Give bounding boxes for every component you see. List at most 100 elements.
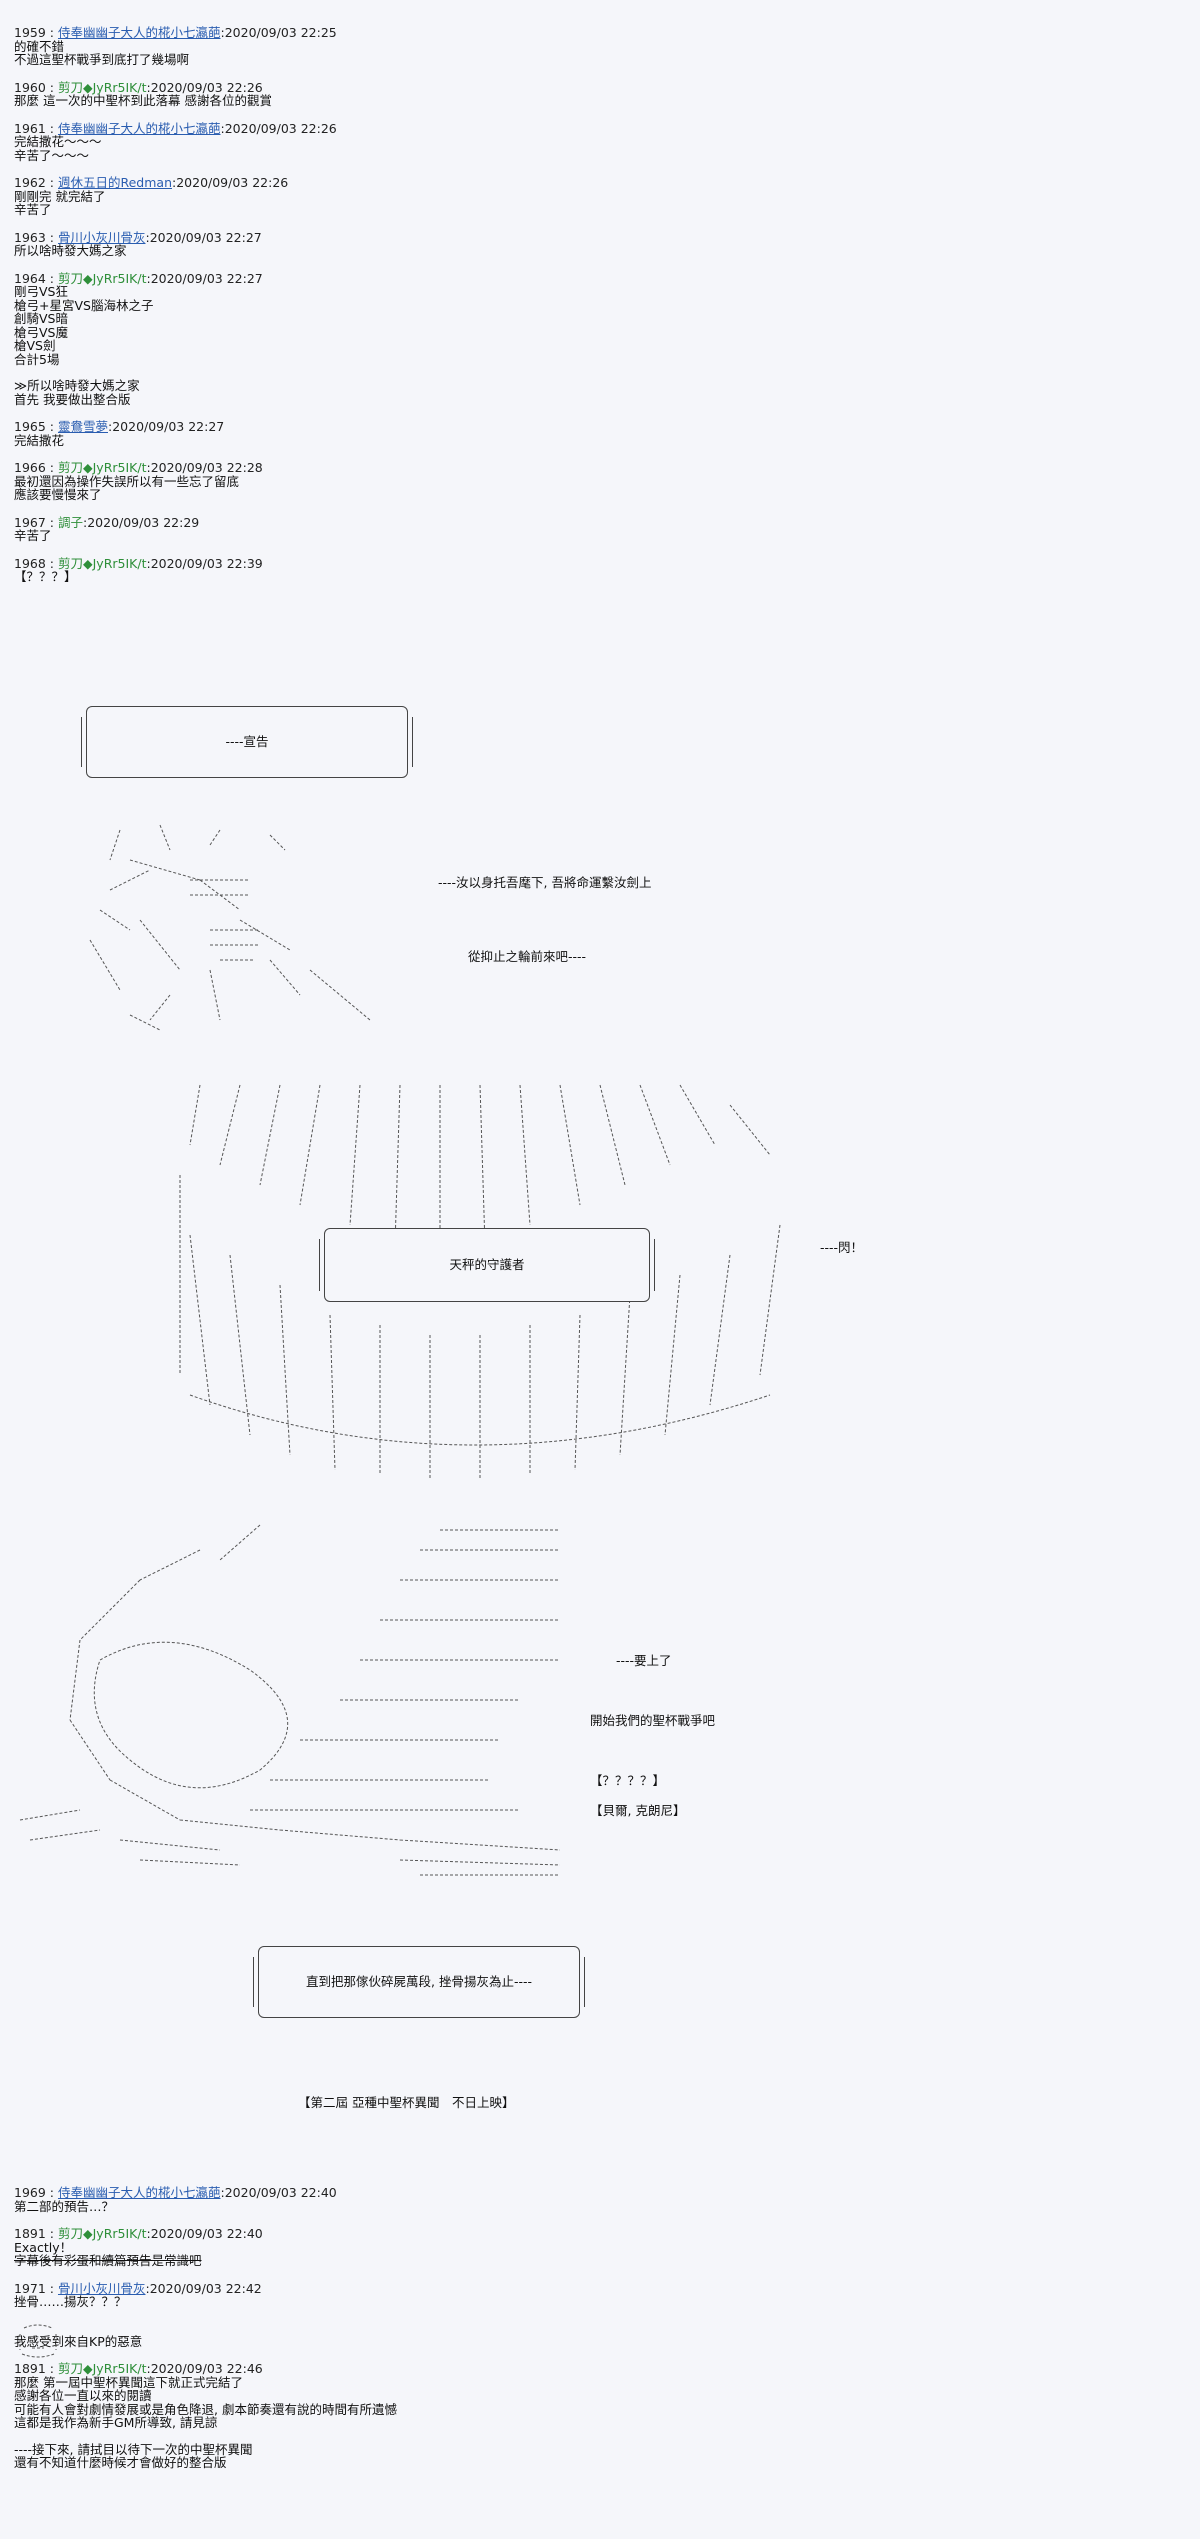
post-number: 1891 bbox=[14, 2361, 46, 2376]
post-body-line: 最初還因為操作失誤所以有一些忘了留底 bbox=[14, 473, 240, 489]
post-timestamp: :2020/09/03 22:29 bbox=[83, 514, 200, 530]
poster-trip: ◆JyRr5IK/t bbox=[83, 555, 147, 571]
poster-name: 調子 bbox=[57, 514, 83, 530]
post-timestamp: :2020/09/03 22:46 bbox=[146, 2361, 263, 2376]
post-header: 1963 : 骨川小灰川骨灰:2020/09/03 22:27 bbox=[14, 229, 262, 245]
post-body-line: 那麼 第一屆中聖杯異聞這下就正式完結了 bbox=[14, 2374, 243, 2390]
post-body-line bbox=[14, 366, 914, 379]
post-header: 1969 : 侍奉幽幽子大人的椛小七瀛葩:2020/09/03 22:40 bbox=[14, 2185, 337, 2200]
post-body-line: 槍弓+星宮VS腦海林之子 bbox=[14, 297, 154, 313]
post-number: 1960 bbox=[14, 79, 46, 95]
line1-text: ----汝以身托吾麾下, 吾將命運繫汝劍上 bbox=[438, 875, 652, 890]
crush-box: 直到把那傢伙碎屍萬段, 挫骨揚灰為止---- bbox=[253, 1946, 585, 2018]
post-header: 1891 : 剪刀◆JyRr5IK/t:2020/09/03 22:46 bbox=[14, 2361, 263, 2376]
post-body-line: 槍弓VS魔 bbox=[14, 324, 68, 340]
poster-name-link[interactable]: 骨川小灰川骨灰 bbox=[57, 229, 146, 245]
post-body-line: 的確不錯 bbox=[14, 38, 65, 54]
poster-name-link[interactable]: 靈鴦雪夢 bbox=[57, 419, 108, 434]
post-header: 1971 : 骨川小灰川骨灰:2020/09/03 22:42 bbox=[14, 2280, 262, 2296]
post-number: 1964 bbox=[14, 270, 46, 286]
post-body-line: ----接下來, 請拭目以待下一次的中聖杯異聞 bbox=[14, 2441, 253, 2457]
post-body-line: 應該要慢慢來了 bbox=[14, 487, 102, 502]
post: 1968 : 剪刀◆JyRr5IK/t:2020/09/03 22:39【？？？… bbox=[14, 555, 914, 584]
poster-name-link[interactable]: 骨川小灰川骨灰 bbox=[57, 2280, 146, 2296]
poster-trip: ◆JyRr5IK/t bbox=[83, 79, 147, 95]
post-body-line: 這都是我作為新手GM所導致, 請見諒 bbox=[14, 2415, 218, 2430]
poster-trip: ◆JyRr5IK/t bbox=[83, 2361, 147, 2376]
flash-text: ----閃！ bbox=[820, 1240, 864, 1255]
poster-name-link[interactable]: 侍奉幽幽子大人的椛小七瀛葩 bbox=[57, 25, 221, 40]
post-body-line: 我感受到來自KP的惡意 bbox=[14, 2333, 143, 2349]
post-number: 1966 bbox=[14, 460, 46, 475]
post-number: 1968 bbox=[14, 555, 46, 571]
proclaim-text: ----宣告 bbox=[225, 734, 269, 750]
post-body-line: 剛剛完 就完結了 bbox=[14, 188, 106, 204]
post-body-line: ≫所以啥時發大媽之家 bbox=[14, 378, 140, 393]
post-timestamp: :2020/09/03 22:40 bbox=[146, 2226, 263, 2241]
next-title-text: 【第二屆 亞種中聖杯異聞 不日上映】 bbox=[298, 2095, 515, 2110]
post-body-line bbox=[14, 2309, 914, 2322]
post-number: 1969 bbox=[14, 2185, 46, 2200]
post-body-line: 還有不知道什麼時候才會做好的整合版 bbox=[14, 2455, 227, 2470]
guardian-box: 天秤的守護者 bbox=[319, 1228, 655, 1302]
poster-trip: ◆JyRr5IK/t bbox=[83, 460, 147, 475]
post-body-line: 第二部的預告…？ bbox=[14, 2198, 115, 2214]
post-body-line: 不過這聖杯戰爭到底打了幾場啊 bbox=[14, 52, 190, 67]
warrior-ascii-art bbox=[19, 1524, 561, 1876]
poster-name-link[interactable]: 侍奉幽幽子大人的椛小七瀛葩 bbox=[57, 120, 221, 136]
face-ascii-art bbox=[19, 2324, 57, 2358]
post-header: 1959 : 侍奉幽幽子大人的椛小七瀛葩:2020/09/03 22:25 bbox=[14, 25, 337, 40]
post-number: 1967 bbox=[14, 514, 46, 530]
post-number: 1959 bbox=[14, 25, 46, 40]
post-body-line: 辛苦了 bbox=[14, 202, 52, 217]
post-header: 1966 : 剪刀◆JyRr5IK/t:2020/09/03 22:28 bbox=[14, 460, 263, 475]
post-body-line: 完結撒花 bbox=[14, 432, 65, 448]
post-body-line bbox=[14, 2430, 914, 2443]
post-timestamp: :2020/09/03 22:27 bbox=[145, 229, 262, 245]
post-body-line: 字幕後有彩蛋和續篇預告是常識吧 bbox=[14, 2253, 202, 2268]
post-timestamp: :2020/09/03 22:42 bbox=[145, 2280, 262, 2296]
start-text: 開始我們的聖杯戰爭吧 bbox=[590, 1713, 716, 1728]
post-body-line: 感謝各位一直以來的閱讀 bbox=[14, 2388, 152, 2403]
post-header: 1960 : 剪刀◆JyRr5IK/t:2020/09/03 22:26 bbox=[14, 79, 263, 95]
post-body-line: 剛弓VS狂 bbox=[14, 284, 68, 299]
post-timestamp: :2020/09/03 22:26 bbox=[172, 175, 289, 190]
post-header: 1964 : 剪刀◆JyRr5IK/t:2020/09/03 22:27 bbox=[14, 270, 263, 286]
post-header: 1961 : 侍奉幽幽子大人的椛小七瀛葩:2020/09/03 22:26 bbox=[14, 120, 337, 136]
poster-name: 剪刀 bbox=[57, 555, 83, 571]
servant-ascii-art bbox=[89, 824, 371, 1031]
post-body-line: Exactly！ bbox=[14, 2239, 73, 2255]
post-number: 1962 bbox=[14, 175, 46, 190]
rays-ascii-art bbox=[179, 1084, 781, 1480]
post-header: 1967 : 調子:2020/09/03 22:29 bbox=[14, 514, 200, 530]
poster-name: 剪刀 bbox=[57, 460, 83, 475]
post-body-line: 辛苦了 bbox=[14, 528, 52, 543]
post-timestamp: :2020/09/03 22:39 bbox=[146, 555, 263, 571]
post-header: 1965 : 靈鴦雪夢:2020/09/03 22:27 bbox=[14, 419, 225, 434]
poster-name-link[interactable]: 週休五日的Redman bbox=[57, 175, 172, 190]
post-number: 1971 bbox=[14, 2280, 46, 2296]
post-body-line: 所以啥時發大媽之家 bbox=[14, 243, 127, 258]
post-number: 1963 bbox=[14, 229, 46, 245]
bellamy-text: 【貝爾, 克朗尼】 bbox=[590, 1803, 686, 1818]
post-body-line: 【？？？】 bbox=[14, 569, 77, 584]
poster-name-link[interactable]: 侍奉幽幽子大人的椛小七瀛葩 bbox=[57, 2185, 221, 2200]
poster-name: 剪刀 bbox=[57, 2361, 83, 2376]
post-timestamp: :2020/09/03 22:26 bbox=[220, 120, 337, 136]
poster-trip: ◆JyRr5IK/t bbox=[83, 2226, 147, 2241]
guardian-text: 天秤的守護者 bbox=[449, 1257, 525, 1273]
